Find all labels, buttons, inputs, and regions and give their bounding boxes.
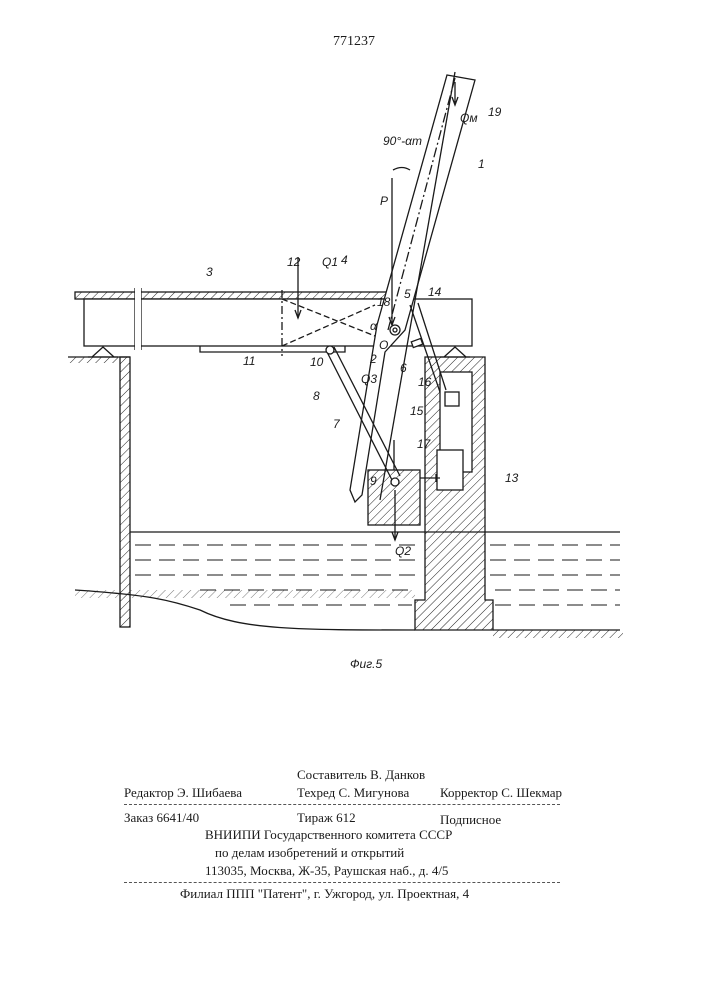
bearing-left: [88, 347, 118, 357]
label-14: 14: [428, 285, 442, 299]
org-address: 113035, Москва, Ж-35, Раушская наб., д. …: [205, 863, 448, 879]
bearing-right: [440, 347, 470, 357]
label-P: P: [380, 194, 388, 208]
label-angle: 90°-αm: [383, 134, 422, 148]
label-17: 17: [417, 437, 432, 451]
label-10: 10: [310, 355, 324, 369]
label-2: 2: [369, 352, 377, 366]
label-16: 16: [418, 375, 432, 389]
editor: Редактор Э. Шибаева: [124, 785, 242, 801]
label-9: 9: [370, 474, 377, 488]
label-5: 5: [404, 287, 411, 301]
deck-slab-4: [75, 292, 410, 299]
label-19: 19: [488, 105, 502, 119]
label-11: 11: [243, 354, 255, 368]
label-Q2: Q2: [395, 544, 411, 558]
label-alpha: α: [370, 319, 378, 333]
label-Qm: Qм: [460, 111, 478, 125]
label-Q1: Q1: [322, 255, 338, 269]
figure-5-drawing: 3 12 Q1 4 18 5 14 α O 2 6 16 15 11 10 8 …: [0, 0, 707, 700]
divider: [124, 804, 560, 805]
pivot-O: [390, 325, 400, 335]
label-7: 7: [333, 417, 341, 431]
label-6: 6: [400, 361, 407, 375]
label-3: 3: [206, 265, 213, 279]
branch-address: Филиал ППП "Патент", г. Ужгород, ул. Про…: [180, 886, 469, 902]
label-15: 15: [410, 404, 424, 418]
label-18: 18: [377, 295, 391, 309]
left-pier: [120, 357, 130, 627]
org-line-1: ВНИИПИ Государственного комитета СССР: [205, 827, 452, 843]
label-4: 4: [341, 253, 348, 267]
subscription: Подписное: [440, 812, 501, 828]
techred: Техред С. Мигунова: [297, 785, 409, 801]
figure-caption: Фиг.5: [350, 657, 382, 671]
label-1: 1: [478, 157, 485, 171]
label-8: 8: [313, 389, 320, 403]
circulation: Тираж 612: [297, 810, 356, 826]
label-13: 13: [505, 471, 519, 485]
compiler: Составитель В. Данков: [297, 767, 425, 783]
label-12: 12: [287, 255, 301, 269]
corrector: Корректор С. Шекмар: [440, 785, 562, 801]
divider: [124, 882, 560, 883]
label-O: O: [379, 338, 388, 352]
org-line-2: по делам изобретений и открытий: [215, 845, 404, 861]
label-Q3: Q3: [361, 372, 377, 386]
beam-11: [200, 346, 345, 352]
order-number: Заказ 6641/40: [124, 810, 199, 826]
